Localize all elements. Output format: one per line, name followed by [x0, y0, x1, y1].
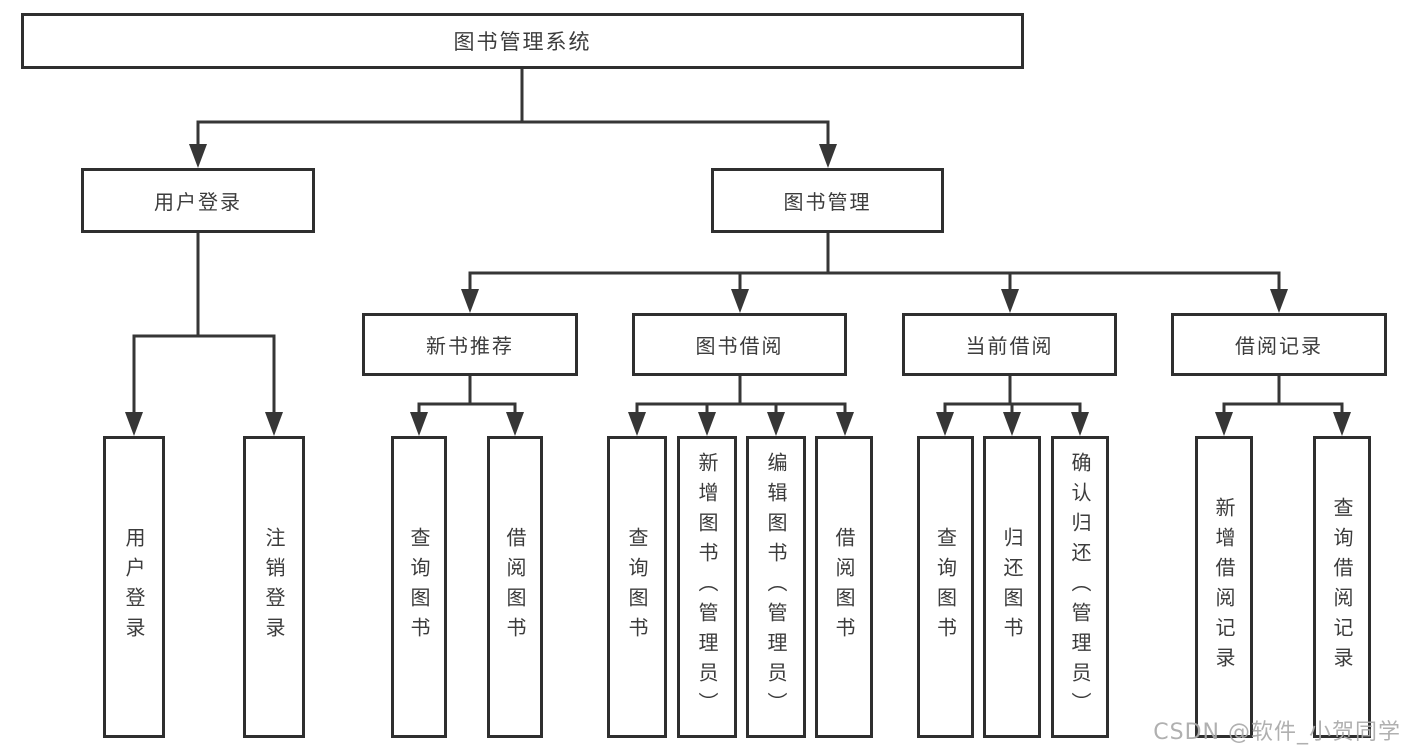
arrowhead-user-login [189, 144, 207, 168]
connector-user-login-rail [132, 334, 276, 416]
leaf-confirm-return-admin: 确认归还（管理员） [1051, 436, 1109, 738]
leaf-return-book: 归还图书 [983, 436, 1041, 738]
arrowhead-new-book-recommend [461, 289, 479, 313]
node-current-borrowing: 当前借阅 [902, 313, 1117, 376]
arrowhead-query-books-1 [410, 412, 428, 436]
node-book-management-label: 图书管理 [783, 190, 872, 214]
connector-new-book-rail [417, 402, 517, 416]
leaf-borrow-books-2: 借阅图书 [815, 436, 873, 738]
node-book-borrowing: 图书借阅 [632, 313, 847, 376]
arrowhead-book-management [819, 144, 837, 168]
leaf-user-login-label: 用户登录 [122, 527, 146, 647]
arrowhead-query-books-3 [936, 412, 954, 436]
leaf-add-book-admin-label: 新增图书（管理员） [695, 452, 719, 722]
leaf-query-books-3-label: 查询图书 [933, 527, 958, 647]
leaf-edit-book-admin-label: 编辑图书（管理员） [764, 452, 788, 722]
arrowhead-borrow-books-2 [836, 412, 854, 436]
leaf-borrow-books-2-label: 借阅图书 [832, 527, 856, 647]
leaf-query-borrow-record: 查询借阅记录 [1313, 436, 1371, 738]
node-borrowing-records-label: 借阅记录 [1235, 334, 1323, 358]
arrowhead-query-borrow-record [1333, 412, 1351, 436]
arrowhead-return-book [1003, 412, 1021, 436]
arrowhead-leaf-user-login [125, 412, 143, 436]
node-new-book-recommend-label: 新书推荐 [426, 334, 514, 358]
arrowhead-add-book-admin [698, 412, 716, 436]
leaf-return-book-label: 归还图书 [1000, 527, 1024, 647]
leaf-borrow-books-1-label: 借阅图书 [503, 527, 527, 647]
node-user-login: 用户登录 [81, 168, 315, 233]
node-borrowing-records: 借阅记录 [1171, 313, 1387, 376]
node-root-label: 图书管理系统 [453, 30, 592, 54]
connector-book-borrowing-rail [635, 402, 847, 416]
node-book-borrowing-label: 图书借阅 [695, 334, 784, 358]
leaf-query-books-1-label: 查询图书 [407, 527, 431, 647]
arrowhead-edit-book-admin [767, 412, 785, 436]
arrowhead-confirm-return-admin [1071, 412, 1089, 436]
leaf-query-borrow-record-label: 查询借阅记录 [1330, 497, 1354, 677]
arrowhead-query-books-2 [628, 412, 646, 436]
leaf-confirm-return-admin-label: 确认归还（管理员） [1068, 452, 1092, 722]
leaf-query-books-2-label: 查询图书 [625, 527, 649, 647]
leaf-query-books-3: 查询图书 [917, 436, 974, 738]
node-current-borrowing-label: 当前借阅 [965, 334, 1054, 358]
leaf-edit-book-admin: 编辑图书（管理员） [746, 436, 806, 738]
leaf-query-books-1: 查询图书 [391, 436, 447, 738]
arrowhead-borrow-books-1 [506, 412, 524, 436]
leaf-logout-label: 注销登录 [262, 527, 286, 647]
connector-borrowing-records-rail [1222, 402, 1344, 416]
arrowhead-borrowing-records [1270, 289, 1288, 313]
node-user-login-label: 用户登录 [154, 190, 242, 214]
leaf-borrow-books-1: 借阅图书 [487, 436, 543, 738]
leaf-user-login: 用户登录 [103, 436, 165, 738]
arrowhead-leaf-logout [265, 412, 283, 436]
node-book-management: 图书管理 [711, 168, 944, 233]
arrowhead-current-borrowing [1001, 289, 1019, 313]
leaf-logout: 注销登录 [243, 436, 305, 738]
node-new-book-recommend: 新书推荐 [362, 313, 578, 376]
arrowhead-book-borrowing [731, 289, 749, 313]
connector-level2-rail [196, 120, 830, 150]
connector-level3-rail [468, 271, 1281, 295]
connector-current-borrowing-rail [943, 402, 1082, 416]
node-root: 图书管理系统 [21, 13, 1024, 69]
leaf-query-books-2: 查询图书 [607, 436, 667, 738]
leaf-add-borrow-record-label: 新增借阅记录 [1212, 497, 1236, 677]
arrowhead-add-borrow-record [1215, 412, 1233, 436]
csdn-watermark: CSDN @软件_小贺同学 [1153, 720, 1401, 745]
leaf-add-borrow-record: 新增借阅记录 [1195, 436, 1253, 738]
leaf-add-book-admin: 新增图书（管理员） [677, 436, 737, 738]
